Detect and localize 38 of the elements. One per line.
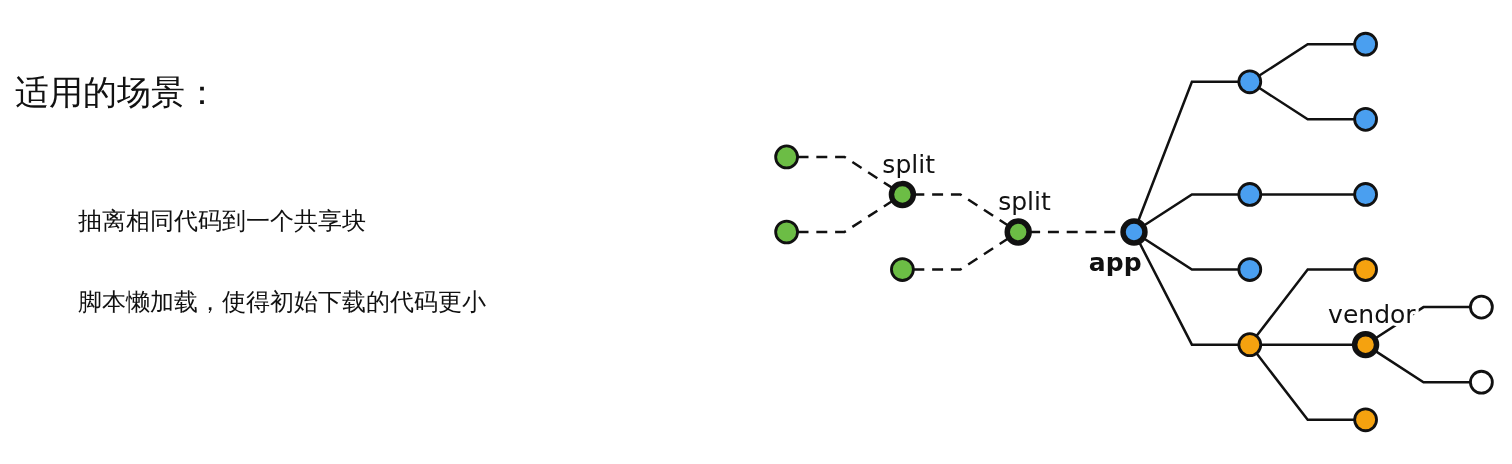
node-caption: split: [998, 187, 1051, 217]
node-circle: [1237, 182, 1263, 207]
node-circle: [1237, 332, 1263, 358]
connector-line: [1137, 241, 1239, 346]
node-circle: [774, 219, 799, 245]
connector-line: [1260, 193, 1355, 196]
node-circle: [1120, 218, 1148, 246]
node-circle: [1004, 218, 1032, 246]
dashed-connector: [797, 199, 894, 234]
note-text: 抽离相同代码到一个共享块: [78, 206, 366, 237]
connector-line: [1142, 193, 1239, 228]
connector-line: [1258, 42, 1355, 77]
node-circle: [888, 180, 917, 209]
title: 适用的场景：: [15, 71, 219, 114]
connector-line: [1142, 236, 1239, 271]
node-circle: [1237, 69, 1263, 95]
node-circle: [890, 257, 915, 282]
dashed-connector: [913, 236, 1010, 271]
connector-line: [1255, 352, 1355, 422]
dashed-connector: [913, 193, 1010, 228]
connector-line: [1374, 349, 1471, 384]
connector-line: [1258, 86, 1355, 121]
node-circle: [1353, 31, 1378, 57]
node-circle: [774, 144, 799, 170]
node-circle: [1469, 369, 1494, 395]
node-circle: [1469, 294, 1494, 320]
node-caption: app: [1088, 248, 1142, 278]
node-circle: [1351, 331, 1380, 359]
node-caption: split: [882, 149, 935, 179]
dashed-connector: [797, 155, 894, 190]
node-circle: [1353, 182, 1378, 207]
node-caption: vendor: [1328, 299, 1416, 329]
node-circle: [1353, 407, 1378, 433]
node-circle: [1353, 257, 1378, 282]
note-text: 脚本懒加载，使得初始下载的代码更小: [78, 287, 486, 318]
node-circle: [1353, 106, 1378, 132]
connector-line: [1255, 268, 1355, 337]
node-circle: [1237, 257, 1263, 282]
